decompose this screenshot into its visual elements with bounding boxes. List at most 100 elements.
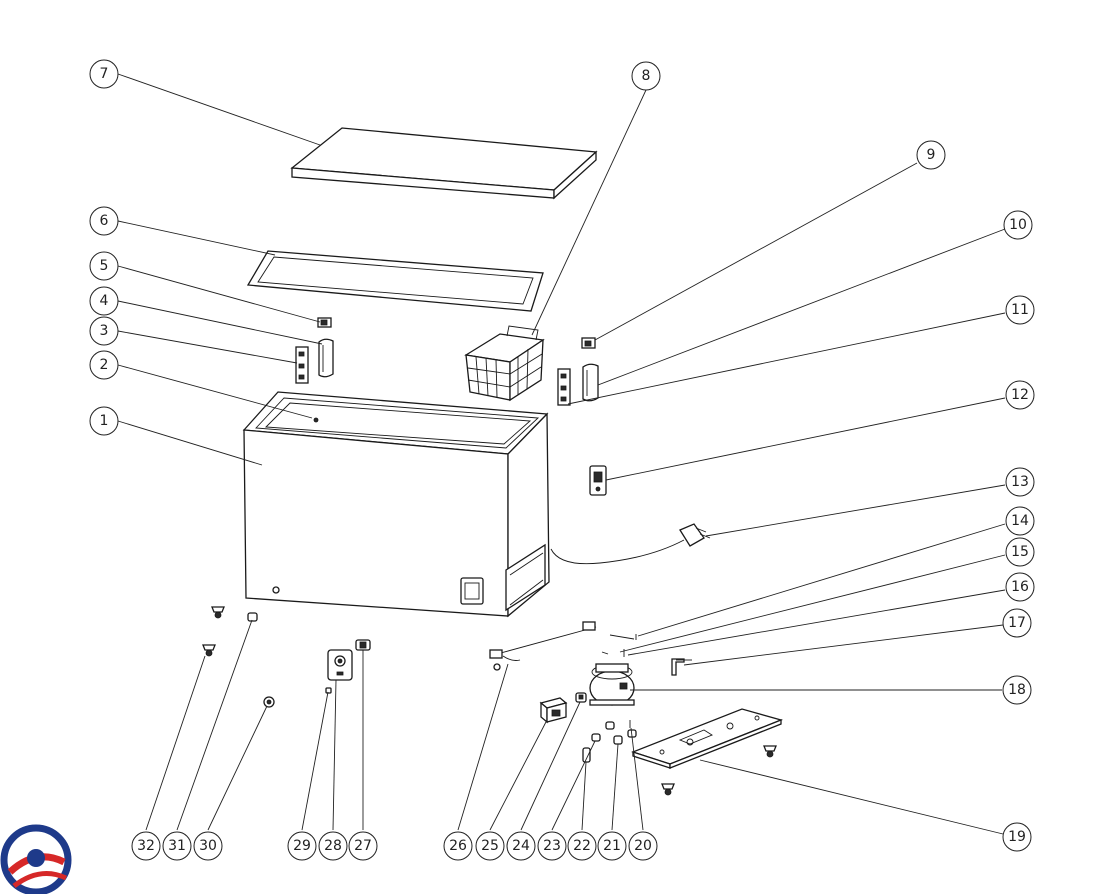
leader-6 bbox=[117, 220, 276, 256]
svg-text:18: 18 bbox=[1008, 682, 1026, 698]
leader-lines bbox=[117, 73, 1006, 835]
callout-26: 26 bbox=[443, 831, 473, 861]
svg-text:5: 5 bbox=[100, 258, 109, 274]
part-hinge-clip-left bbox=[317, 317, 332, 328]
svg-text:14: 14 bbox=[1011, 513, 1029, 529]
part-relay-25 bbox=[539, 697, 568, 724]
leader-25 bbox=[489, 719, 548, 831]
leader-9 bbox=[594, 162, 918, 341]
part-cap-30 bbox=[263, 696, 275, 708]
callout-22: 22 bbox=[567, 831, 597, 861]
svg-text:17: 17 bbox=[1008, 615, 1026, 631]
leader-24 bbox=[520, 701, 581, 831]
svg-text:29: 29 bbox=[293, 838, 311, 854]
part-knob-29 bbox=[325, 687, 332, 694]
leader-13 bbox=[705, 484, 1006, 537]
callout-15: 15 bbox=[1005, 537, 1035, 567]
leader-32 bbox=[145, 655, 206, 831]
svg-text:3: 3 bbox=[100, 323, 109, 339]
callout-23: 23 bbox=[537, 831, 567, 861]
svg-text:8: 8 bbox=[642, 68, 651, 84]
part-bracket bbox=[671, 658, 692, 676]
svg-text:27: 27 bbox=[354, 838, 372, 854]
part-foot-31 bbox=[247, 612, 258, 622]
logo-red-swoosh-lower bbox=[12, 871, 68, 889]
svg-text:13: 13 bbox=[1011, 474, 1029, 490]
leader-21 bbox=[611, 743, 619, 831]
callout-19: 19 bbox=[1002, 822, 1032, 852]
leader-15 bbox=[619, 554, 1006, 653]
callout-5: 5 bbox=[89, 251, 119, 281]
leader-14 bbox=[637, 523, 1006, 637]
svg-text:15: 15 bbox=[1011, 544, 1029, 560]
leader-12 bbox=[605, 397, 1006, 481]
svg-text:12: 12 bbox=[1011, 387, 1029, 403]
svg-text:2: 2 bbox=[100, 357, 109, 373]
leader-1 bbox=[117, 420, 263, 466]
part-connector-27 bbox=[355, 639, 371, 651]
part-caster-right-a bbox=[763, 745, 777, 758]
svg-text:20: 20 bbox=[634, 838, 652, 854]
callout-16: 16 bbox=[1005, 572, 1035, 602]
leader-11 bbox=[567, 312, 1006, 405]
part-hinge-clip-right bbox=[581, 337, 596, 349]
part-overload-24 bbox=[575, 692, 587, 703]
part-gasket bbox=[246, 250, 544, 312]
part-base-plate bbox=[631, 708, 784, 769]
leader-16 bbox=[627, 589, 1006, 656]
svg-text:25: 25 bbox=[481, 838, 499, 854]
part-hinge-cover-right bbox=[582, 363, 599, 402]
callouts: 1 2 3 4 5 6 7 8 9 10 11 12 13 14 15 16 1… bbox=[89, 59, 1035, 861]
part-cabinet bbox=[242, 391, 550, 618]
svg-text:23: 23 bbox=[543, 838, 561, 854]
callout-25: 25 bbox=[475, 831, 505, 861]
callout-27: 27 bbox=[348, 831, 378, 861]
callout-21: 21 bbox=[597, 831, 627, 861]
leader-10 bbox=[597, 228, 1006, 386]
svg-text:22: 22 bbox=[573, 838, 591, 854]
callout-20: 20 bbox=[628, 831, 658, 861]
svg-text:9: 9 bbox=[927, 147, 936, 163]
callout-31: 31 bbox=[162, 831, 192, 861]
svg-text:1: 1 bbox=[100, 413, 109, 429]
part-screws-upper bbox=[601, 634, 637, 657]
svg-text:10: 10 bbox=[1009, 217, 1027, 233]
part-hinge-right bbox=[557, 368, 571, 406]
brand-logo-icon bbox=[0, 824, 72, 894]
callout-14: 14 bbox=[1005, 506, 1035, 536]
leader-7 bbox=[117, 73, 321, 146]
part-caster-right-b bbox=[661, 783, 675, 796]
part-caster-32b bbox=[202, 644, 216, 657]
leader-3 bbox=[117, 330, 298, 364]
callout-4: 4 bbox=[89, 286, 119, 316]
callout-3: 3 bbox=[89, 316, 119, 346]
callout-7: 7 bbox=[89, 59, 119, 89]
svg-text:31: 31 bbox=[168, 838, 186, 854]
logo-center-dot bbox=[27, 849, 45, 867]
callout-2: 2 bbox=[89, 350, 119, 380]
leader-4 bbox=[117, 300, 323, 345]
callout-1: 1 bbox=[89, 406, 119, 436]
leader-22 bbox=[581, 761, 587, 831]
leader-8 bbox=[531, 89, 647, 336]
leader-29 bbox=[301, 691, 329, 831]
svg-text:4: 4 bbox=[100, 293, 109, 309]
part-tube-assembly bbox=[489, 621, 597, 671]
callout-24: 24 bbox=[506, 831, 536, 861]
callout-18: 18 bbox=[1002, 675, 1032, 705]
leader-31 bbox=[176, 619, 253, 831]
callout-29: 29 bbox=[287, 831, 317, 861]
svg-text:6: 6 bbox=[100, 213, 109, 229]
callout-8: 8 bbox=[631, 61, 661, 91]
part-hinge-left bbox=[295, 346, 309, 384]
callout-6: 6 bbox=[89, 206, 119, 236]
part-lid bbox=[290, 127, 598, 200]
svg-text:30: 30 bbox=[199, 838, 217, 854]
svg-text:24: 24 bbox=[512, 838, 530, 854]
leader-26 bbox=[457, 663, 509, 831]
callout-17: 17 bbox=[1002, 608, 1032, 638]
callout-30: 30 bbox=[193, 831, 223, 861]
svg-text:26: 26 bbox=[449, 838, 467, 854]
